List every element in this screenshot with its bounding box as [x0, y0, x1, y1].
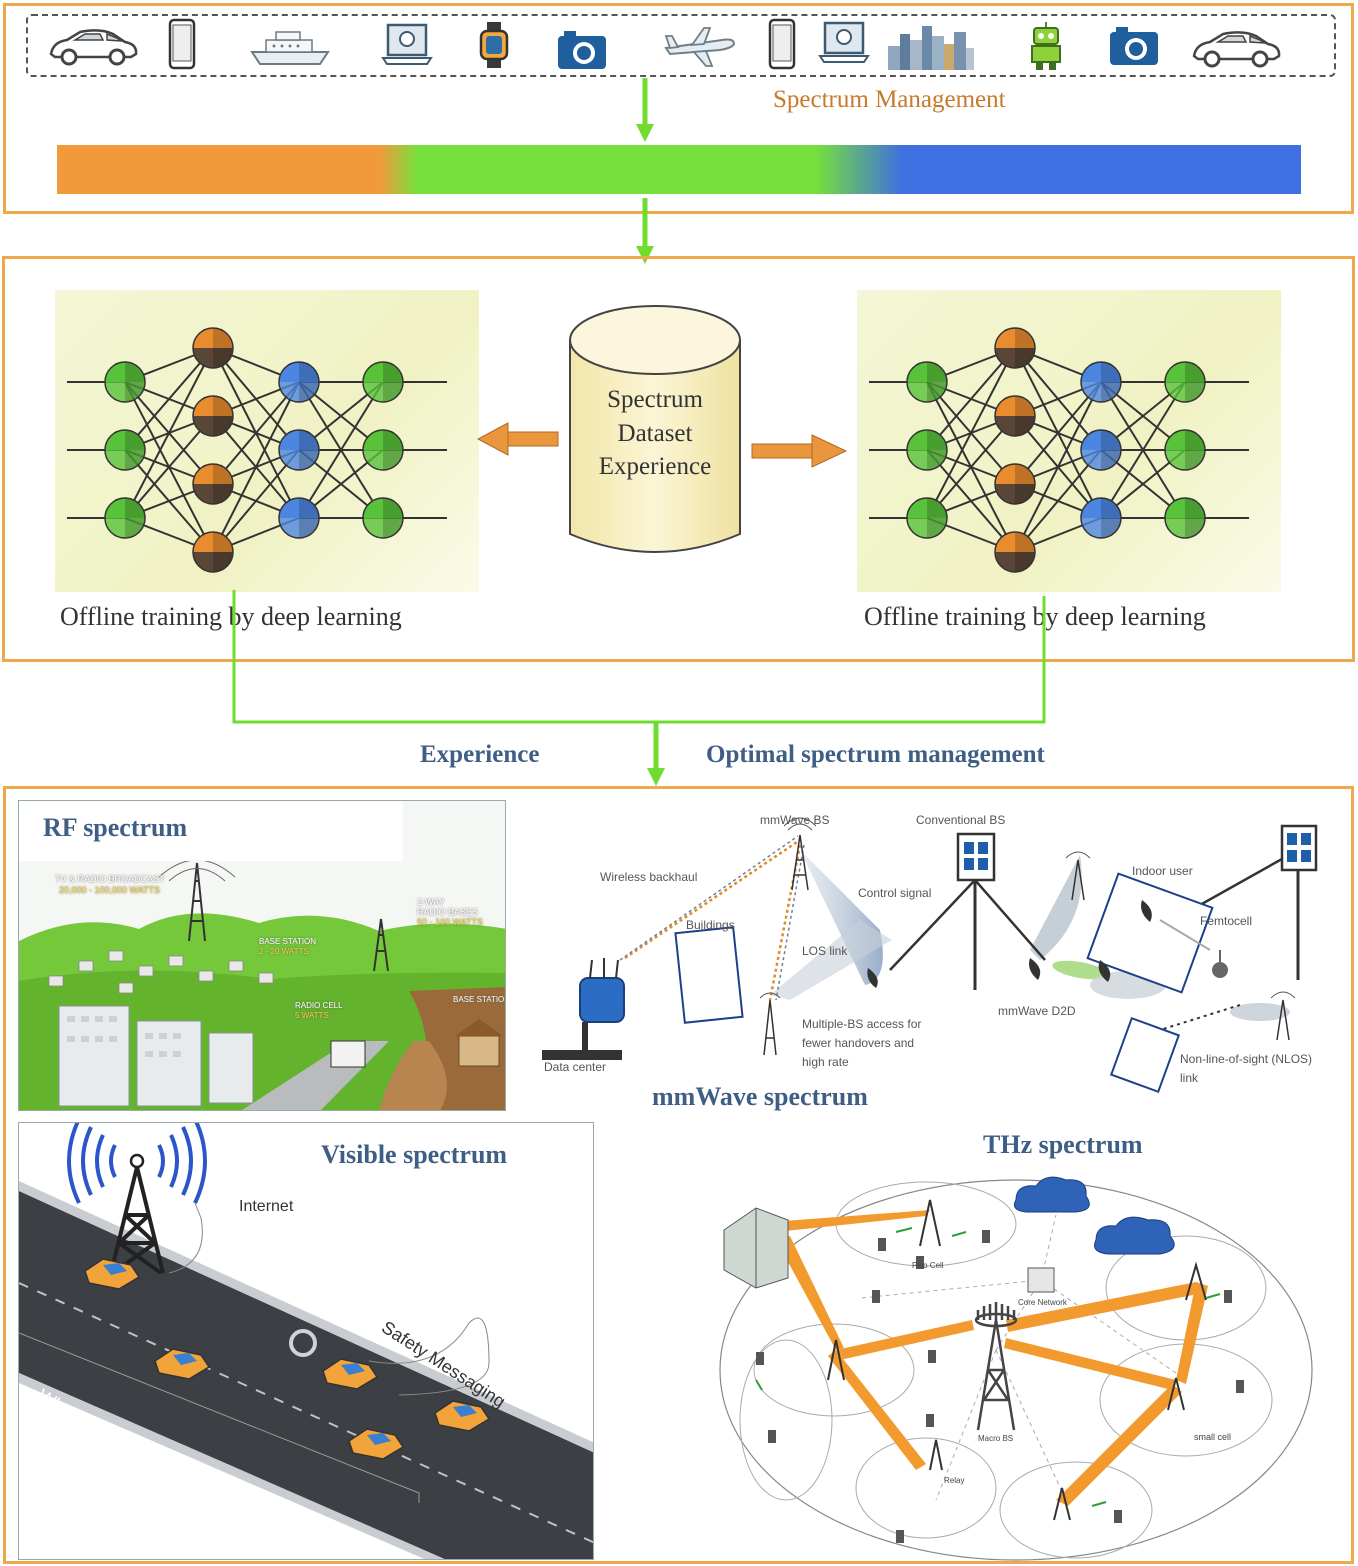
- neuron-node: [192, 395, 234, 437]
- neuron-node: [1080, 361, 1122, 403]
- neuron-node: [192, 327, 234, 369]
- optimal-label: Optimal spectrum management: [706, 741, 1045, 768]
- neuron-node: [906, 429, 948, 471]
- laptop-icon: [381, 23, 433, 65]
- smartwatch-icon: [479, 22, 509, 68]
- neuron-node: [994, 327, 1036, 369]
- femtocell-label: Femtocell: [1200, 914, 1253, 928]
- core-network-label: Core Network: [1018, 1298, 1067, 1307]
- dataset-cylinder-icon: [569, 305, 741, 553]
- camera-icon: [1110, 27, 1158, 65]
- visible-spectrum-panel: Visible spectrum Internet Safety Messagi…: [18, 1122, 594, 1560]
- right-caption: Offline training by deep learning: [864, 602, 1206, 631]
- neuron-node: [192, 463, 234, 505]
- neuron-node: [1080, 497, 1122, 539]
- arrow-right-icon: [751, 434, 848, 468]
- neuron-node: [994, 463, 1036, 505]
- rf-label-radio-cell-watts: 5 WATTS: [295, 1011, 329, 1020]
- rf-label-base-station: BASE STATION: [259, 937, 317, 946]
- neuron-node: [994, 531, 1036, 573]
- rf-label-base-station-2: BASE STATION: [453, 995, 506, 1004]
- car-icon: [49, 29, 138, 66]
- spectrum-management-box: [3, 3, 1354, 214]
- neuron-node: [362, 429, 404, 471]
- neural-network-left: [55, 290, 479, 592]
- neuron-node: [278, 361, 320, 403]
- laptop-icon: [818, 21, 870, 63]
- rf-label-base-station-watts: 2 - 20 WATTS: [259, 947, 309, 956]
- car-icon: [1192, 31, 1281, 68]
- data-center-label: Data center: [544, 1060, 607, 1074]
- relay-label: Relay: [944, 1476, 965, 1485]
- neuron-node: [1164, 497, 1206, 539]
- neuron-node: [906, 361, 948, 403]
- mmwave-title: mmWave spectrum: [652, 1082, 868, 1111]
- rf-spectrum-panel: RF spectrum TV & RADIO BROADCAST 20,000 …: [18, 800, 506, 1111]
- rf-label-broadcast-watts: 20,000 - 100,000 WATTS: [59, 885, 161, 895]
- neuron-node: [104, 361, 146, 403]
- spectrum-bar: [57, 145, 1301, 194]
- rf-title: RF spectrum: [43, 813, 188, 842]
- spectrum-management-label: Spectrum Management: [773, 86, 1006, 113]
- nlos-label-1: Non-line-of-sight (NLOS): [1180, 1052, 1313, 1066]
- rf-label-radio-cell: RADIO CELL: [295, 1001, 343, 1010]
- training-box: [2, 256, 1355, 662]
- macro-bs-label: Macro BS: [978, 1434, 1014, 1443]
- los-link-label: LOS link: [802, 944, 848, 958]
- neuron-node: [1164, 361, 1206, 403]
- rf-label-broadcast: TV & RADIO BROADCAST: [55, 874, 165, 884]
- experience-connector: [232, 590, 1046, 786]
- ship-icon: [250, 31, 330, 65]
- camera-icon: [558, 31, 606, 69]
- conventional-bs-label: Conventional BS: [916, 813, 1006, 827]
- down-arrow-icon: [636, 78, 654, 142]
- mmwave-d2d-label: mmWave D2D: [998, 1004, 1076, 1018]
- experience-label: Experience: [420, 741, 540, 768]
- neuron-node: [278, 429, 320, 471]
- multiple-bs-label-3: high rate: [802, 1055, 849, 1069]
- visible-title: Visible spectrum: [321, 1140, 508, 1169]
- multiple-bs-label-1: Multiple-BS access for: [802, 1017, 922, 1031]
- rf-label-radio-bases-watts: 50 - 100 WATTS: [417, 917, 484, 927]
- spectrum-types-box: [3, 786, 1354, 1564]
- city-icon: [888, 26, 974, 70]
- neural-network-right: [857, 290, 1281, 592]
- dataset-label-line3: Experience: [598, 453, 712, 480]
- indoor-user-label: Indoor user: [1132, 864, 1193, 878]
- neuron-node: [104, 429, 146, 471]
- dataset-label-line1: Spectrum: [607, 386, 703, 413]
- pico-cell-label: Pico Cell: [912, 1261, 944, 1270]
- rf-label-2way: 2-WAY: [417, 897, 445, 907]
- mmwave-panel: mmWave BS Conventional BS Wireless backh…: [520, 800, 1350, 1120]
- neuron-node: [1164, 429, 1206, 471]
- neuron-node: [362, 497, 404, 539]
- buildings-label: Buildings: [686, 918, 735, 932]
- neuron-node: [1080, 429, 1122, 471]
- small-cell-label: small cell: [1194, 1432, 1232, 1442]
- wireless-backhaul-label: Wireless backhaul: [600, 870, 698, 884]
- internet-label: Internet: [239, 1198, 294, 1215]
- neuron-node: [906, 497, 948, 539]
- airplane-icon: [664, 27, 736, 67]
- control-signal-label: Control signal: [858, 886, 932, 900]
- device-row: [26, 14, 1336, 77]
- arrow-left-icon: [476, 422, 559, 456]
- rf-label-radio-bases: RADIO BASES: [417, 907, 479, 917]
- thz-title: THz spectrum: [983, 1130, 1143, 1159]
- neuron-node: [104, 497, 146, 539]
- neuron-node: [994, 395, 1036, 437]
- multiple-bs-label-2: fewer handovers and: [802, 1036, 915, 1050]
- robot-icon: [1031, 22, 1061, 70]
- neuron-node: [278, 497, 320, 539]
- neuron-node: [362, 361, 404, 403]
- left-caption: Offline training by deep learning: [60, 602, 402, 631]
- mmwave-bs-label: mmWave BS: [760, 813, 830, 827]
- thz-panel: Pico Cell Core Network Macro BS small ce…: [716, 1170, 1316, 1561]
- neuron-node: [192, 531, 234, 573]
- smartphone-icon: [768, 18, 796, 70]
- smartphone-icon: [168, 18, 196, 70]
- dataset-label-line2: Dataset: [617, 420, 693, 447]
- nlos-label-2: link: [1180, 1071, 1199, 1085]
- down-arrow-icon: [636, 198, 654, 264]
